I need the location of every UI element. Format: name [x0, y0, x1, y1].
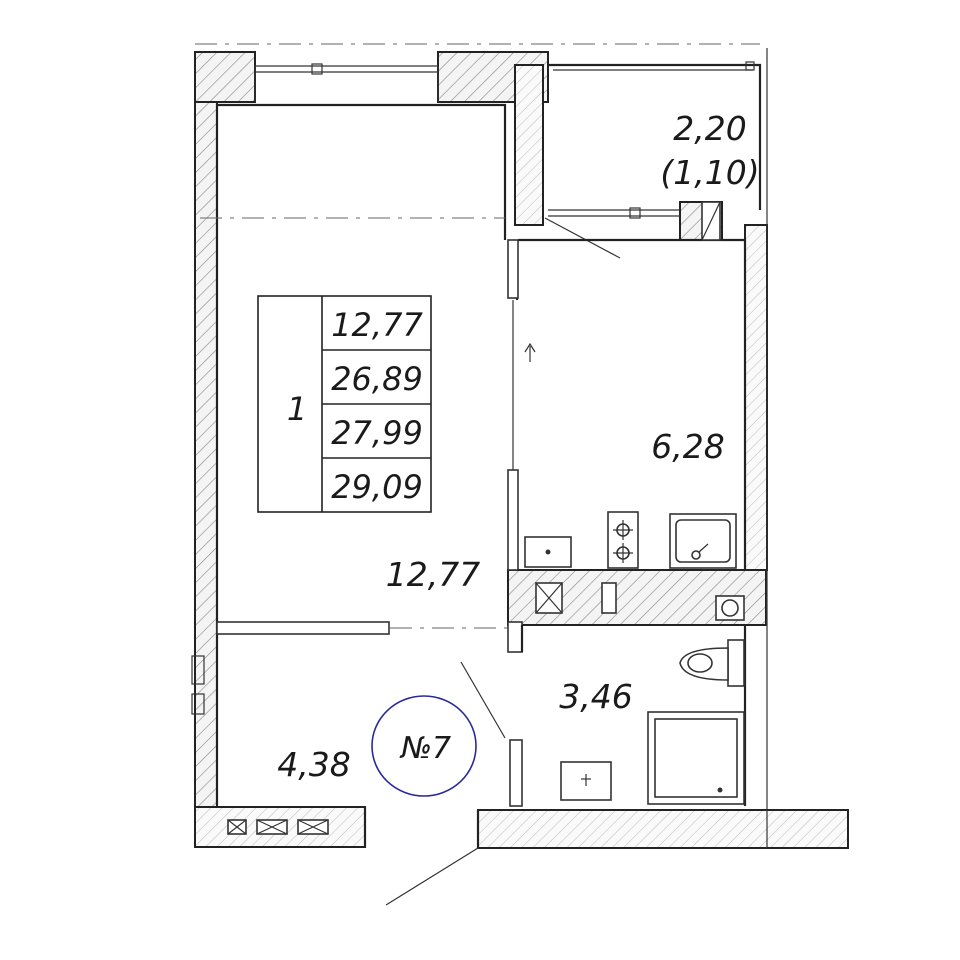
pipe-icon — [601, 582, 617, 614]
area-table: 1 12,77 26,89 27,99 29,09 — [257, 295, 432, 513]
apartment-number-stamp: №7 — [371, 695, 477, 797]
toilet-icon — [679, 639, 745, 687]
kitchen-sink-icon — [669, 513, 737, 569]
room-index: 1 — [287, 390, 307, 428]
wall-lines — [195, 43, 768, 906]
exterior-walls — [194, 51, 849, 849]
fixtures — [191, 201, 745, 835]
kitchen-area: 6,28 — [651, 427, 724, 466]
floor-vent-icons — [227, 819, 329, 835]
area-total-reduced: 27,99 — [331, 414, 423, 452]
area-total: 26,89 — [331, 360, 423, 398]
hallway-area: 4,38 — [277, 745, 350, 784]
stove-icon — [607, 511, 639, 569]
room-labels: 2,20 (1,10) 6,28 12,77 3,46 4,38 — [277, 109, 759, 784]
bath-sink-icon — [715, 595, 745, 621]
balcony-area: 2,20 — [673, 109, 746, 148]
balcony-reduced-area: (1,10) — [660, 153, 759, 192]
bathroom-area: 3,46 — [559, 677, 632, 716]
vent-icon — [535, 582, 563, 614]
shower-icon — [647, 711, 745, 805]
area-total-full: 29,09 — [331, 468, 423, 506]
area-living: 12,77 — [331, 306, 423, 344]
living-room-area: 12,77 — [386, 555, 480, 594]
apartment-number: №7 — [399, 731, 451, 766]
